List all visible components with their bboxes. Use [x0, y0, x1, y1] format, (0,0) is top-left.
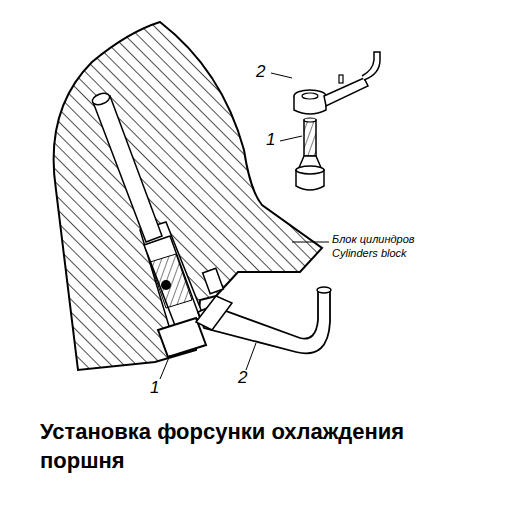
callout-number: 2	[256, 62, 265, 82]
figure-caption: Установка форсунки охлаждения поршня	[40, 418, 480, 475]
callout-number: 1	[266, 130, 275, 150]
part-label: Блок цилиндров	[332, 233, 415, 245]
callout-number: 2	[238, 368, 247, 388]
callout-number: 1	[150, 378, 159, 398]
part-label: Cylinders block	[332, 247, 407, 259]
